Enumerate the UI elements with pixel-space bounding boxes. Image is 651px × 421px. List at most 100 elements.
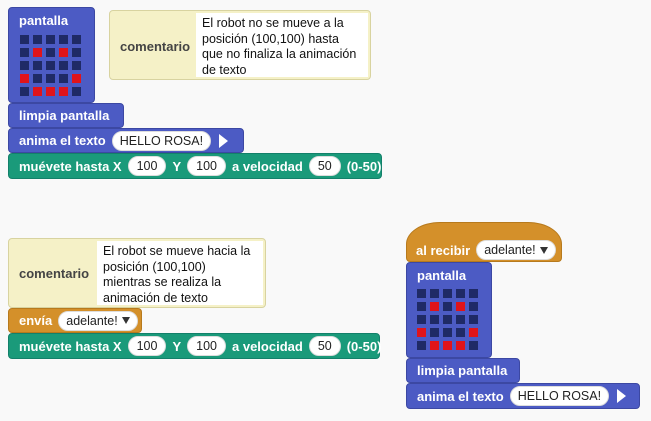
clear-screen-block-2[interactable]: limpia pantalla xyxy=(406,358,520,383)
animate-text-input[interactable]: HELLO ROSA! xyxy=(509,386,610,406)
led-cell-off[interactable] xyxy=(443,302,452,311)
speed-range-label: (0-50) xyxy=(346,338,382,354)
play-icon[interactable] xyxy=(219,133,229,148)
animate-text-input[interactable]: HELLO ROSA! xyxy=(111,130,212,151)
animate-text-block-1[interactable]: anima el texto HELLO ROSA! xyxy=(8,128,244,153)
led-cell-off[interactable] xyxy=(59,74,68,83)
led-cell-on[interactable] xyxy=(430,302,439,311)
y-input[interactable]: 100 xyxy=(187,156,226,176)
led-cell-off[interactable] xyxy=(456,328,465,337)
led-cell-off[interactable] xyxy=(456,289,465,298)
led-cell-off[interactable] xyxy=(20,48,29,57)
comment-text[interactable]: El robot se mueve hacia la posición (100… xyxy=(97,241,263,305)
led-cell-on[interactable] xyxy=(59,87,68,96)
clear-screen-label: limpia pantalla xyxy=(417,363,508,378)
comment-block-2[interactable]: comentario El robot se mueve hacia la po… xyxy=(8,238,266,308)
led-cell-off[interactable] xyxy=(46,48,55,57)
led-cell-off[interactable] xyxy=(33,61,42,70)
led-grid-2[interactable] xyxy=(417,289,478,350)
led-cell-off[interactable] xyxy=(417,289,426,298)
move-to-label: muévete hasta X xyxy=(19,158,122,174)
move-to-label: muévete hasta X xyxy=(19,338,122,354)
led-cell-off[interactable] xyxy=(417,341,426,350)
y-label: Y xyxy=(172,158,182,174)
led-cell-off[interactable] xyxy=(456,315,465,324)
comment-label: comentario xyxy=(120,39,191,54)
comment-text[interactable]: El robot no se mueve a la posición (100,… xyxy=(196,13,368,77)
led-cell-on[interactable] xyxy=(469,328,478,337)
comment-block-1[interactable]: comentario El robot no se mueve a la pos… xyxy=(109,10,371,80)
y-input[interactable]: 100 xyxy=(187,336,226,356)
led-cell-on[interactable] xyxy=(456,341,465,350)
led-cell-off[interactable] xyxy=(20,87,29,96)
led-cell-off[interactable] xyxy=(443,315,452,324)
led-cell-off[interactable] xyxy=(469,289,478,298)
led-cell-on[interactable] xyxy=(33,87,42,96)
send-message-value: adelante! xyxy=(66,313,118,328)
y-label: Y xyxy=(172,338,182,354)
speed-label: a velocidad xyxy=(232,338,303,354)
led-cell-off[interactable] xyxy=(430,328,439,337)
led-cell-on[interactable] xyxy=(46,87,55,96)
led-cell-off[interactable] xyxy=(33,74,42,83)
led-cell-off[interactable] xyxy=(20,61,29,70)
speed-input[interactable]: 50 xyxy=(308,336,341,356)
screen-block-2[interactable]: pantalla xyxy=(406,262,492,358)
move-to-block-1[interactable]: muévete hasta X 100 Y 100 a velocidad 50… xyxy=(8,153,382,179)
x-input[interactable]: 100 xyxy=(127,336,167,356)
led-cell-on[interactable] xyxy=(417,328,426,337)
receive-message-value: adelante! xyxy=(484,243,536,257)
led-cell-off[interactable] xyxy=(430,315,439,324)
screen-block-1[interactable]: pantalla xyxy=(8,7,95,103)
animate-text-label: anima el texto xyxy=(19,133,106,148)
led-cell-off[interactable] xyxy=(430,289,439,298)
led-cell-on[interactable] xyxy=(456,302,465,311)
when-receive-block[interactable]: al recibir adelante! xyxy=(407,238,565,262)
speed-range-label: (0-50) xyxy=(346,158,382,174)
x-input[interactable]: 100 xyxy=(127,156,167,176)
led-cell-off[interactable] xyxy=(46,35,55,44)
led-cell-on[interactable] xyxy=(33,48,42,57)
led-cell-off[interactable] xyxy=(469,302,478,311)
move-to-block-2[interactable]: muévete hasta X 100 Y 100 a velocidad 50… xyxy=(8,333,382,359)
led-cell-off[interactable] xyxy=(59,35,68,44)
send-label: envía xyxy=(19,313,53,328)
led-cell-off[interactable] xyxy=(46,61,55,70)
led-cell-on[interactable] xyxy=(20,74,29,83)
led-cell-off[interactable] xyxy=(33,35,42,44)
led-cell-off[interactable] xyxy=(469,341,478,350)
led-cell-off[interactable] xyxy=(417,302,426,311)
led-cell-off[interactable] xyxy=(72,35,81,44)
clear-screen-label: limpia pantalla xyxy=(19,108,110,123)
led-cell-off[interactable] xyxy=(46,74,55,83)
clear-screen-block-1[interactable]: limpia pantalla xyxy=(8,103,124,128)
comment-label: comentario xyxy=(19,266,90,281)
led-cell-off[interactable] xyxy=(417,315,426,324)
led-cell-off[interactable] xyxy=(20,35,29,44)
chevron-down-icon xyxy=(539,246,548,254)
led-cell-off[interactable] xyxy=(72,61,81,70)
led-grid-1[interactable] xyxy=(20,35,81,96)
led-cell-on[interactable] xyxy=(59,48,68,57)
receive-message-dropdown[interactable]: adelante! xyxy=(476,240,556,260)
send-block[interactable]: envía adelante! xyxy=(8,308,142,333)
send-message-dropdown[interactable]: adelante! xyxy=(58,310,138,331)
led-cell-on[interactable] xyxy=(430,341,439,350)
screen-block-label: pantalla xyxy=(417,268,467,283)
chevron-down-icon xyxy=(121,317,130,324)
screen-block-label: pantalla xyxy=(19,13,69,28)
play-icon[interactable] xyxy=(617,389,627,403)
animate-text-block-2[interactable]: anima el texto HELLO ROSA! xyxy=(406,383,640,409)
when-receive-label: al recibir xyxy=(416,242,471,258)
animate-text-label: anima el texto xyxy=(417,388,504,404)
led-cell-on[interactable] xyxy=(72,74,81,83)
led-cell-off[interactable] xyxy=(469,315,478,324)
led-cell-off[interactable] xyxy=(72,48,81,57)
led-cell-off[interactable] xyxy=(443,289,452,298)
led-cell-off[interactable] xyxy=(72,87,81,96)
led-cell-on[interactable] xyxy=(443,341,452,350)
speed-label: a velocidad xyxy=(232,158,303,174)
led-cell-off[interactable] xyxy=(443,328,452,337)
led-cell-off[interactable] xyxy=(59,61,68,70)
speed-input[interactable]: 50 xyxy=(308,156,341,176)
